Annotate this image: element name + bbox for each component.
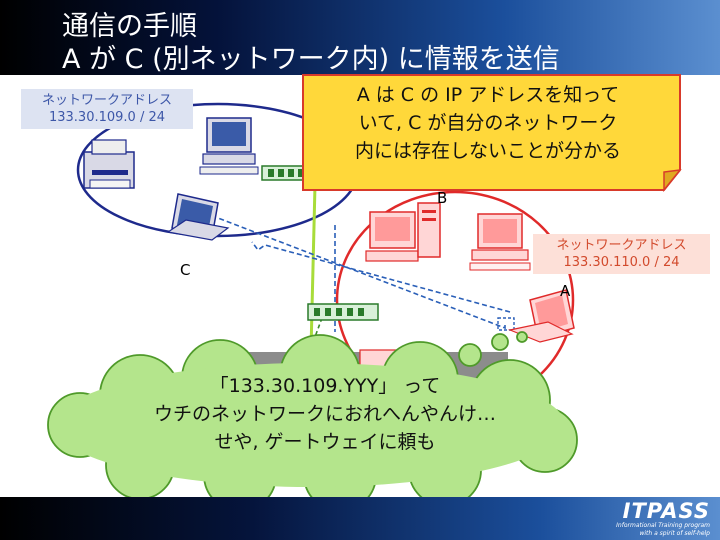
title-bar (0, 0, 720, 75)
callout-text: A は C の IP アドレスを知って いて, C が自分のネットワーク 内には… (308, 81, 668, 165)
packet-stub (497, 317, 515, 331)
speech-line-2: ウチのネットワークにおれへんやんけ… (153, 403, 496, 425)
logo-text: ITPASS (622, 499, 710, 523)
speech-line-3: せや, ゲートウェイに頼も (214, 431, 436, 453)
packet-path-inner (251, 241, 511, 313)
logo-tagline-2: with a spirit of self-help (639, 530, 710, 537)
callout-line-3: 内には存在しないことが分かる (354, 140, 621, 162)
network-label-a-title: ネットワークアドレス (556, 238, 687, 253)
printer-icon (83, 139, 135, 189)
server-b-icon (365, 202, 441, 262)
footer-bar (0, 497, 720, 540)
slide-title-line-1: 通信の手順 (62, 11, 197, 42)
node-label-c: C (180, 261, 191, 279)
itpass-logo: ITPASS Informational Training program wi… (616, 500, 710, 538)
speech-cloud-text: 「133.30.109.YYY」 って ウチのネットワークにおれへんやんけ… せ… (40, 372, 610, 456)
network-address-c: 133.30.109.0 / 24 (48, 110, 166, 125)
router-lower-icon (307, 303, 379, 321)
packet-path-outer (217, 217, 506, 330)
callout-shape (302, 74, 682, 193)
network-label-c-title: ネットワークアドレス (41, 93, 172, 108)
slide-title-line-2: A が C (別ネットワーク内) に情報を送信 (62, 44, 560, 75)
callout-line-1: A は C の IP アドレスを知って (356, 84, 620, 106)
logo-tagline-1: Informational Training program (616, 522, 710, 529)
speech-line-1: 「133.30.109.YYY」 って (209, 375, 441, 397)
network-label-c-side: ネットワークアドレス 133.30.109.0 / 24 (21, 89, 193, 129)
laptop-a-icon (507, 289, 575, 343)
network-label-a-side: ネットワークアドレス 133.30.110.0 / 24 (533, 234, 710, 274)
node-label-a: A (560, 282, 571, 300)
speech-cloud-shape (47, 331, 578, 512)
node-label-b: B (437, 189, 448, 207)
callout-line-2: いて, C が自分のネットワーク (358, 112, 618, 134)
desktop-computer-icon-c-side (199, 117, 259, 175)
callout-pointer-line (309, 184, 317, 351)
network-address-a: 133.30.110.0 / 24 (563, 255, 680, 270)
laptop-c-icon (166, 193, 230, 241)
desktop-computer-icon-a-side (469, 213, 531, 271)
